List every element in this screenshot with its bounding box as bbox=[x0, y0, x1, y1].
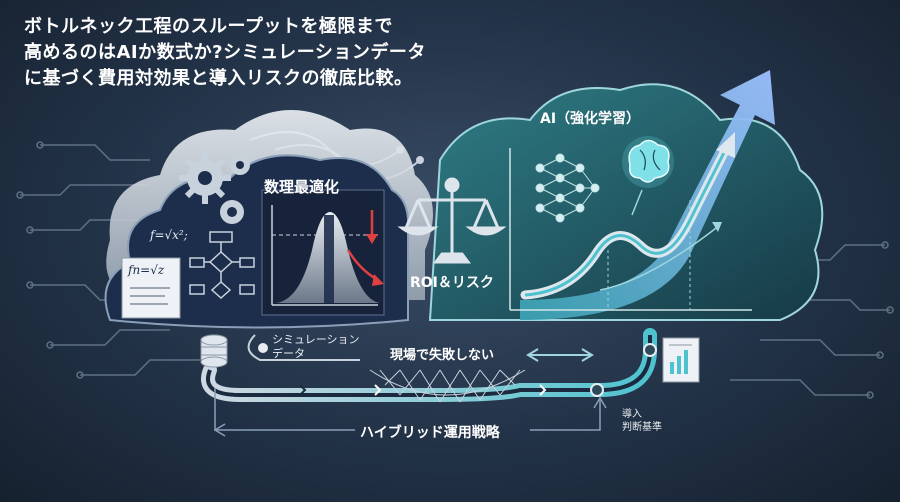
simulation-data-line-1: シミュレーション bbox=[272, 333, 360, 346]
strategy-arrow bbox=[213, 388, 607, 437]
growth-arrow-icon bbox=[520, 70, 775, 320]
adoption-criteria-line-1: 導入 bbox=[622, 409, 642, 420]
adoption-criteria-label: 導入 判断基準 bbox=[622, 408, 662, 434]
report-document-icon bbox=[662, 337, 700, 383]
ai-chart-panel bbox=[509, 132, 752, 311]
simulation-data-line-2: データ bbox=[272, 347, 305, 360]
title-line-3: に基づく費用対効果と導入リスクの徹底比較。 bbox=[24, 68, 413, 89]
simulation-data-label: シミュレーション データ bbox=[272, 333, 360, 361]
page-title: ボトルネック工程のスループットを極限まで 高めるのはAIか数式か?シミュレーショ… bbox=[24, 14, 484, 92]
formula-document-icon bbox=[121, 257, 181, 319]
formula-top-label: f=√x²; bbox=[150, 228, 188, 242]
safety-net bbox=[369, 369, 526, 403]
gear-icon bbox=[179, 152, 250, 224]
balance-scale-icon bbox=[397, 177, 507, 264]
title-line-1: ボトルネック工程のスループットを極限まで bbox=[24, 16, 393, 37]
roi-risk-label: ROI＆リスク bbox=[410, 275, 494, 291]
safety-net-label: 現場で失敗しない bbox=[390, 348, 495, 363]
title-line-2: 高めるのはAIか数式か?シミュレーションデータ bbox=[24, 42, 426, 63]
neural-network-icon bbox=[535, 153, 600, 223]
hybrid-strategy-label: ハイブリッド運用戦略 bbox=[360, 425, 500, 441]
database-icon bbox=[200, 334, 228, 368]
math-optimization-label: 数理最適化 bbox=[264, 178, 340, 196]
ai-rl-label: AI（強化学習） bbox=[540, 111, 641, 127]
bell-curve-panel bbox=[261, 189, 385, 316]
adoption-criteria-line-2: 判断基準 bbox=[622, 422, 662, 433]
formula-doc-label: fn=√z bbox=[128, 263, 165, 277]
right-circuit-lines bbox=[730, 241, 894, 399]
brain-icon bbox=[622, 136, 674, 216]
flowchart-icon bbox=[189, 231, 255, 300]
